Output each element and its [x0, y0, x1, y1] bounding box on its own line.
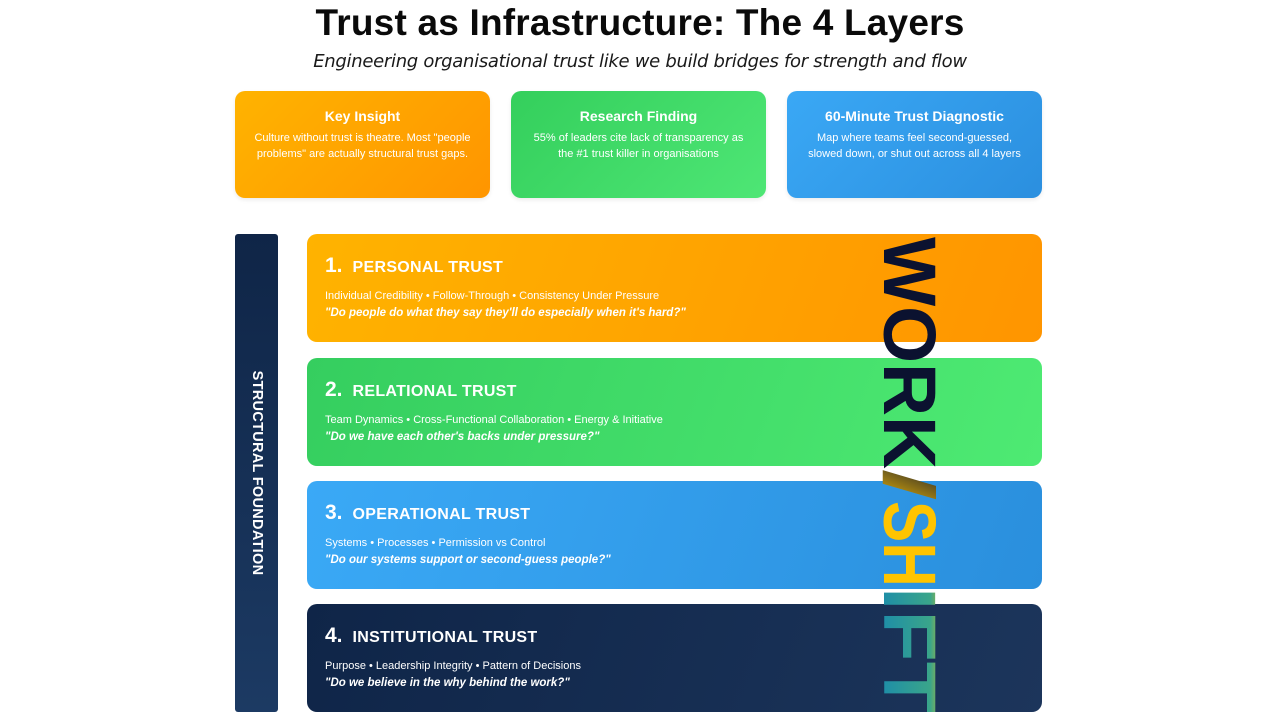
layer-name: RELATIONAL TRUST: [352, 383, 517, 400]
card-title: Key Insight: [324, 108, 401, 124]
layer-name: OPERATIONAL TRUST: [352, 506, 531, 523]
research-finding-card: Research Finding 55% of leaders cite lac…: [511, 91, 766, 198]
layer-quote: "Do people do what they say they'll do e…: [325, 307, 686, 319]
key-insight-card: Key Insight Culture without trust is the…: [235, 91, 490, 198]
page-title: Trust as Infrastructure: The 4 Layers: [315, 2, 965, 43]
layer-tags: Team Dynamics • Cross-Functional Collabo…: [325, 414, 663, 426]
layer-number: 3.: [325, 501, 343, 524]
layer-tags: Systems • Processes • Permission vs Cont…: [325, 537, 546, 549]
layer-relational-trust: 2. RELATIONAL TRUST Team Dynamics • Cros…: [307, 358, 1042, 466]
workshift-logo-icon: WORK / SH IFT: [868, 237, 951, 713]
layer-operational-trust: 3. OPERATIONAL TRUST Systems • Processes…: [307, 481, 1042, 589]
layer-institutional-trust: 4. INSTITUTIONAL TRUST Purpose • Leaders…: [307, 604, 1042, 712]
svg-text:/: /: [870, 469, 936, 501]
layer-tags: Purpose • Leadership Integrity • Pattern…: [325, 660, 581, 672]
layer-number: 1.: [325, 254, 343, 277]
layer-personal-trust: 1. PERSONAL TRUST Individual Credibility…: [307, 234, 1042, 342]
layer-name: INSTITUTIONAL TRUST: [352, 629, 538, 646]
layer-name: PERSONAL TRUST: [352, 259, 504, 276]
card-title: 60-Minute Trust Diagnostic: [825, 108, 1004, 124]
svg-text:IFT: IFT: [870, 587, 936, 713]
layer-quote: "Do our systems support or second-guess …: [325, 554, 611, 566]
trust-diagnostic-card: 60-Minute Trust Diagnostic Map where tea…: [787, 91, 1042, 198]
layer-number: 4.: [325, 624, 343, 647]
card-body: Map where teams feel second-guessed, slo…: [808, 132, 1021, 160]
svg-text:SH: SH: [870, 501, 936, 587]
layer-quote: "Do we have each other's backs under pre…: [325, 431, 600, 443]
page-subtitle: Engineering organisational trust like we…: [313, 51, 967, 72]
card-body: Culture without trust is theatre. Most "…: [254, 132, 471, 160]
layer-heading: 3. OPERATIONAL TRUST: [325, 501, 1042, 525]
layer-heading: 4. INSTITUTIONAL TRUST: [325, 624, 1042, 648]
layer-heading: 1. PERSONAL TRUST: [325, 254, 1042, 278]
workshift-logo: WORK / SH IFT: [868, 237, 951, 713]
layer-heading: 2. RELATIONAL TRUST: [325, 378, 1042, 402]
svg-text:WORK: WORK: [870, 237, 936, 469]
layer-tags: Individual Credibility • Follow-Through …: [325, 290, 660, 302]
foundation-label: STRUCTURAL FOUNDATION: [248, 370, 265, 576]
layer-number: 2.: [325, 378, 343, 401]
card-title: Research Finding: [579, 108, 698, 124]
layer-quote: "Do we believe in the why behind the wor…: [325, 677, 570, 689]
structural-foundation-bar: STRUCTURAL FOUNDATION: [235, 234, 278, 712]
card-body: 55% of leaders cite lack of transparency…: [533, 132, 744, 160]
